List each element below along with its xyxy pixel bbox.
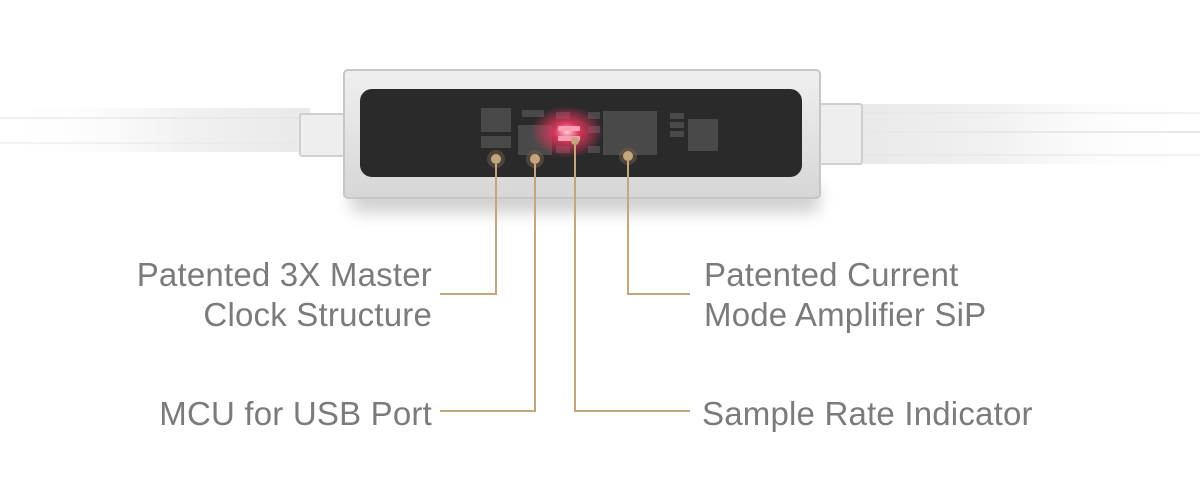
clock-label-line2: Clock Structure	[203, 296, 432, 333]
indicator-dot	[571, 137, 579, 145]
amp-leader	[627, 161, 690, 295]
leader-lines	[440, 145, 690, 412]
right-collar	[817, 103, 863, 165]
sample-rate-indicator-label: Sample Rate Indicator	[702, 394, 1033, 434]
mcu-leader	[440, 164, 536, 412]
amp-label-line1: Patented Current	[704, 256, 959, 293]
clock-leader	[440, 164, 497, 295]
callout-dots	[487, 137, 637, 168]
usb-cable-left	[0, 108, 310, 152]
amplifier-sip-label: Patented Current Mode Amplifier SiP	[704, 255, 986, 335]
indicator-leader	[574, 145, 690, 412]
mcu-label-line1: MCU for USB Port	[159, 395, 432, 432]
amp-label-line2: Mode Amplifier SiP	[704, 296, 987, 333]
indicator-label-line1: Sample Rate Indicator	[702, 395, 1033, 432]
usb-cable-right	[860, 104, 1200, 164]
mcu-usb-port-label: MCU for USB Port	[159, 394, 432, 434]
clock-label-line1: Patented 3X Master	[136, 256, 432, 293]
left-collar	[299, 113, 347, 157]
clock-structure-label: Patented 3X Master Clock Structure	[137, 255, 432, 335]
led-indicator	[531, 106, 603, 158]
